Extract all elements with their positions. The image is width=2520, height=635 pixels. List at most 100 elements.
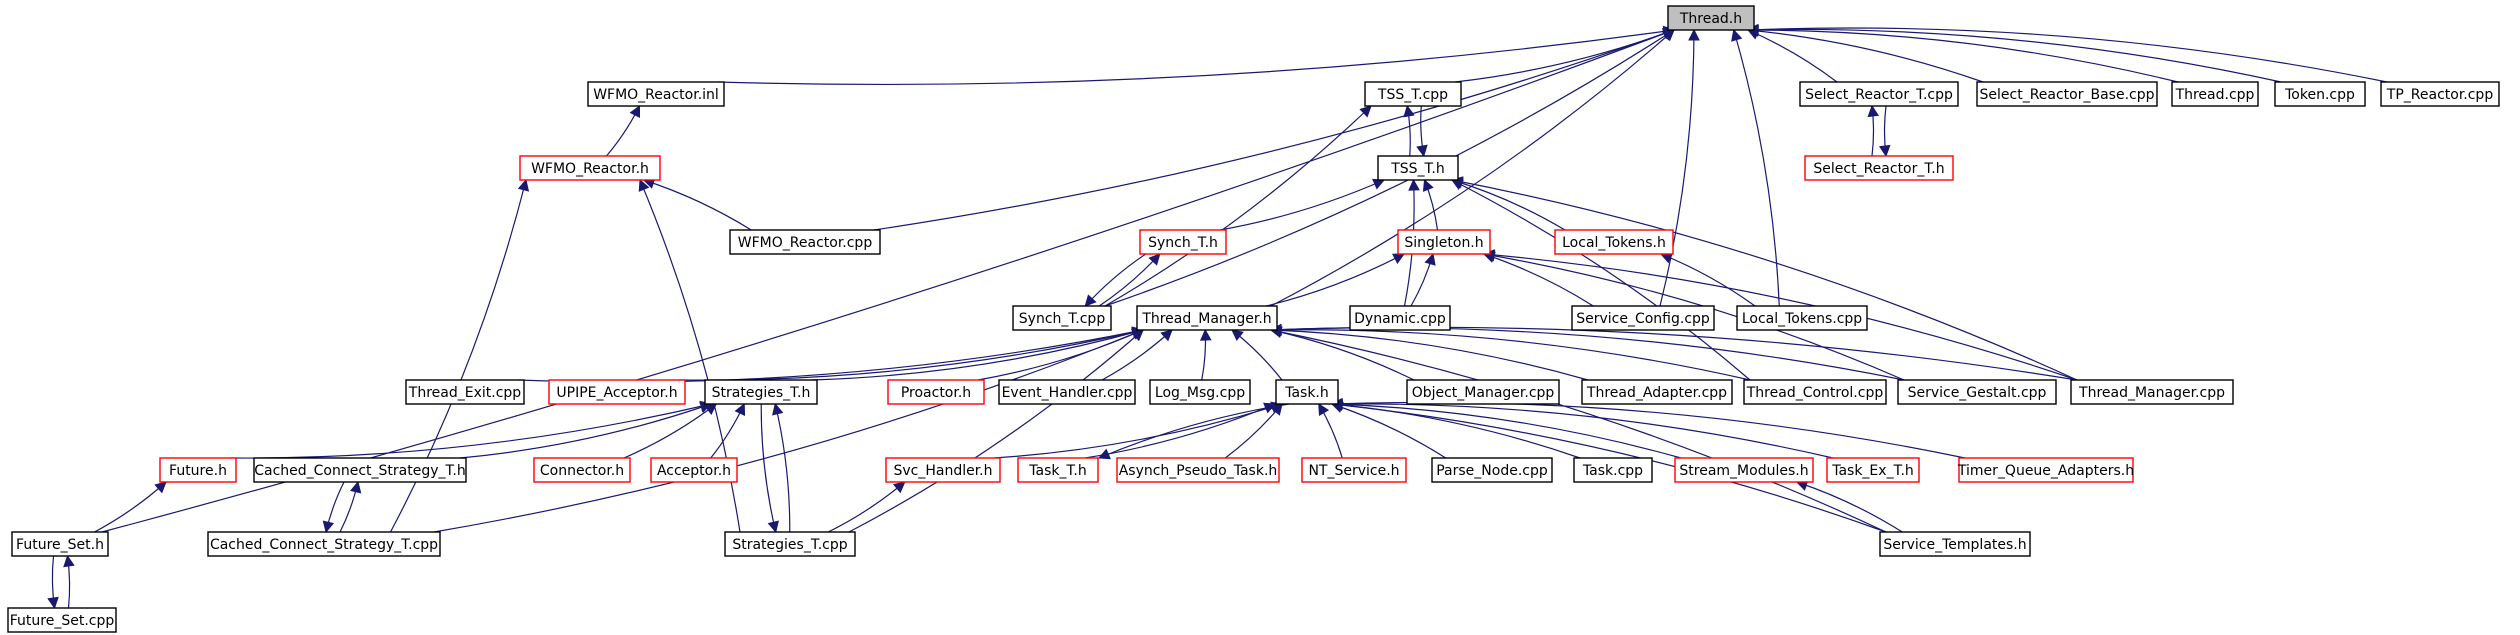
node-box[interactable] bbox=[1116, 457, 1280, 483]
node-future-h[interactable]: Future.h bbox=[159, 457, 237, 483]
node-synch-t-cpp[interactable]: Synch_T.cpp bbox=[1012, 305, 1112, 331]
node-box[interactable] bbox=[548, 379, 686, 405]
node-box[interactable] bbox=[1799, 81, 1959, 107]
node-box[interactable] bbox=[1136, 305, 1278, 331]
node-select-reactor-t-h[interactable]: Select_Reactor_T.h bbox=[1804, 155, 1954, 181]
node-box[interactable] bbox=[724, 531, 856, 557]
node-task-t-h[interactable]: Task_T.h bbox=[1017, 457, 1099, 483]
node-thread-control-cpp[interactable]: Thread_Control.cpp bbox=[1743, 379, 1887, 405]
node-thread-adapter-cpp[interactable]: Thread_Adapter.cpp bbox=[1581, 379, 1733, 405]
node-dynamic-cpp[interactable]: Dynamic.cpp bbox=[1349, 305, 1451, 331]
node-box[interactable] bbox=[2274, 81, 2366, 107]
node-box[interactable] bbox=[1554, 229, 1674, 255]
node-box[interactable] bbox=[1674, 457, 1814, 483]
node-box[interactable] bbox=[519, 155, 661, 181]
node-box[interactable] bbox=[1581, 379, 1733, 405]
node-cached-connect-cpp[interactable]: Cached_Connect_Strategy_T.cpp bbox=[207, 531, 441, 557]
node-svc-handler-h[interactable]: Svc_Handler.h bbox=[885, 457, 1001, 483]
node-proactor-h[interactable]: Proactor.h bbox=[887, 379, 985, 405]
node-object-manager-cpp[interactable]: Object_Manager.cpp bbox=[1406, 379, 1560, 405]
node-box[interactable] bbox=[650, 457, 738, 483]
node-strategies-t-h[interactable]: Strategies_T.h bbox=[704, 379, 818, 405]
node-box[interactable] bbox=[253, 457, 467, 483]
node-box[interactable] bbox=[2171, 81, 2259, 107]
node-cached-connect-h[interactable]: Cached_Connect_Strategy_T.h bbox=[253, 457, 467, 483]
node-service-templates-h[interactable]: Service_Templates.h bbox=[1879, 531, 2031, 557]
node-thread-h[interactable]: Thread.h bbox=[1667, 5, 1755, 31]
node-box[interactable] bbox=[11, 531, 109, 557]
node-stream-modules-h[interactable]: Stream_Modules.h bbox=[1674, 457, 1814, 483]
node-box[interactable] bbox=[207, 531, 441, 557]
node-tp-reactor-cpp[interactable]: TP_Reactor.cpp bbox=[2380, 81, 2500, 107]
node-box[interactable] bbox=[1349, 305, 1451, 331]
node-upipe-acceptor-h[interactable]: UPIPE_Acceptor.h bbox=[548, 379, 686, 405]
node-singleton-h[interactable]: Singleton.h bbox=[1397, 229, 1491, 255]
node-service-gestalt-cpp[interactable]: Service_Gestalt.cpp bbox=[1897, 379, 2057, 405]
node-nt-service-h[interactable]: NT_Service.h bbox=[1301, 457, 1407, 483]
node-future-set-cpp[interactable]: Future_Set.cpp bbox=[7, 607, 117, 633]
node-task-ex-t-h[interactable]: Task_Ex_T.h bbox=[1826, 457, 1920, 483]
node-box[interactable] bbox=[1149, 379, 1251, 405]
node-parse-node-cpp[interactable]: Parse_Node.cpp bbox=[1431, 457, 1553, 483]
node-box[interactable] bbox=[1017, 457, 1099, 483]
node-box[interactable] bbox=[1139, 229, 1227, 255]
node-box[interactable] bbox=[729, 229, 881, 255]
node-wfmo-h[interactable]: WFMO_Reactor.h bbox=[519, 155, 661, 181]
node-thread-exit-cpp[interactable]: Thread_Exit.cpp bbox=[405, 379, 525, 405]
node-box[interactable] bbox=[998, 379, 1136, 405]
node-box[interactable] bbox=[1804, 155, 1954, 181]
node-box[interactable] bbox=[1897, 379, 2057, 405]
node-synch-t-h[interactable]: Synch_T.h bbox=[1139, 229, 1227, 255]
node-thread-manager-cpp[interactable]: Thread_Manager.cpp bbox=[2070, 379, 2234, 405]
node-thread-cpp[interactable]: Thread.cpp bbox=[2171, 81, 2259, 107]
node-box[interactable] bbox=[1826, 457, 1920, 483]
node-strategies-t-cpp[interactable]: Strategies_T.cpp bbox=[724, 531, 856, 557]
node-box[interactable] bbox=[7, 607, 117, 633]
node-box[interactable] bbox=[887, 379, 985, 405]
node-thread-manager-h[interactable]: Thread_Manager.h bbox=[1136, 305, 1278, 331]
node-box[interactable] bbox=[1958, 457, 2134, 483]
node-tss-t-cpp[interactable]: TSS_T.cpp bbox=[1364, 81, 1462, 107]
node-task-h[interactable]: Task.h bbox=[1275, 379, 1339, 405]
node-box[interactable] bbox=[405, 379, 525, 405]
node-box[interactable] bbox=[1377, 155, 1459, 181]
node-box[interactable] bbox=[1012, 305, 1112, 331]
node-timer-queue-adapters-h[interactable]: Timer_Queue_Adapters.h bbox=[1957, 457, 2134, 483]
node-tss-t-h[interactable]: TSS_T.h bbox=[1377, 155, 1459, 181]
node-box[interactable] bbox=[1406, 379, 1560, 405]
node-box[interactable] bbox=[1397, 229, 1491, 255]
node-box[interactable] bbox=[587, 81, 725, 107]
node-box[interactable] bbox=[533, 457, 631, 483]
node-wfmo-inl[interactable]: WFMO_Reactor.inl bbox=[587, 81, 725, 107]
node-box[interactable] bbox=[1364, 81, 1462, 107]
node-box[interactable] bbox=[1736, 305, 1868, 331]
node-box[interactable] bbox=[885, 457, 1001, 483]
node-box[interactable] bbox=[1573, 457, 1653, 483]
node-box[interactable] bbox=[1301, 457, 1407, 483]
node-box[interactable] bbox=[1667, 5, 1755, 31]
node-box[interactable] bbox=[1743, 379, 1887, 405]
node-select-reactor-t-cpp[interactable]: Select_Reactor_T.cpp bbox=[1799, 81, 1959, 107]
node-local-tokens-h[interactable]: Local_Tokens.h bbox=[1554, 229, 1674, 255]
node-event-handler-cpp[interactable]: Event_Handler.cpp bbox=[998, 379, 1136, 405]
node-log-msg-cpp[interactable]: Log_Msg.cpp bbox=[1149, 379, 1251, 405]
node-box[interactable] bbox=[2380, 81, 2500, 107]
node-connector-h[interactable]: Connector.h bbox=[533, 457, 631, 483]
node-future-set-h[interactable]: Future_Set.h bbox=[11, 531, 109, 557]
node-asynch-pseudo-task-h[interactable]: Asynch_Pseudo_Task.h bbox=[1116, 457, 1280, 483]
node-box[interactable] bbox=[1571, 305, 1715, 331]
node-token-cpp[interactable]: Token.cpp bbox=[2274, 81, 2366, 107]
node-wfmo-cpp[interactable]: WFMO_Reactor.cpp bbox=[729, 229, 881, 255]
node-box[interactable] bbox=[159, 457, 237, 483]
node-box[interactable] bbox=[1275, 379, 1339, 405]
node-select-reactor-base-cpp[interactable]: Select_Reactor_Base.cpp bbox=[1976, 81, 2158, 107]
node-box[interactable] bbox=[1879, 531, 2031, 557]
node-box[interactable] bbox=[2070, 379, 2234, 405]
node-box[interactable] bbox=[1976, 81, 2158, 107]
node-acceptor-h[interactable]: Acceptor.h bbox=[650, 457, 738, 483]
node-local-tokens-cpp[interactable]: Local_Tokens.cpp bbox=[1736, 305, 1868, 331]
node-box[interactable] bbox=[704, 379, 818, 405]
node-task-cpp[interactable]: Task.cpp bbox=[1573, 457, 1653, 483]
node-service-config-cpp[interactable]: Service_Config.cpp bbox=[1571, 305, 1715, 331]
node-box[interactable] bbox=[1431, 457, 1553, 483]
